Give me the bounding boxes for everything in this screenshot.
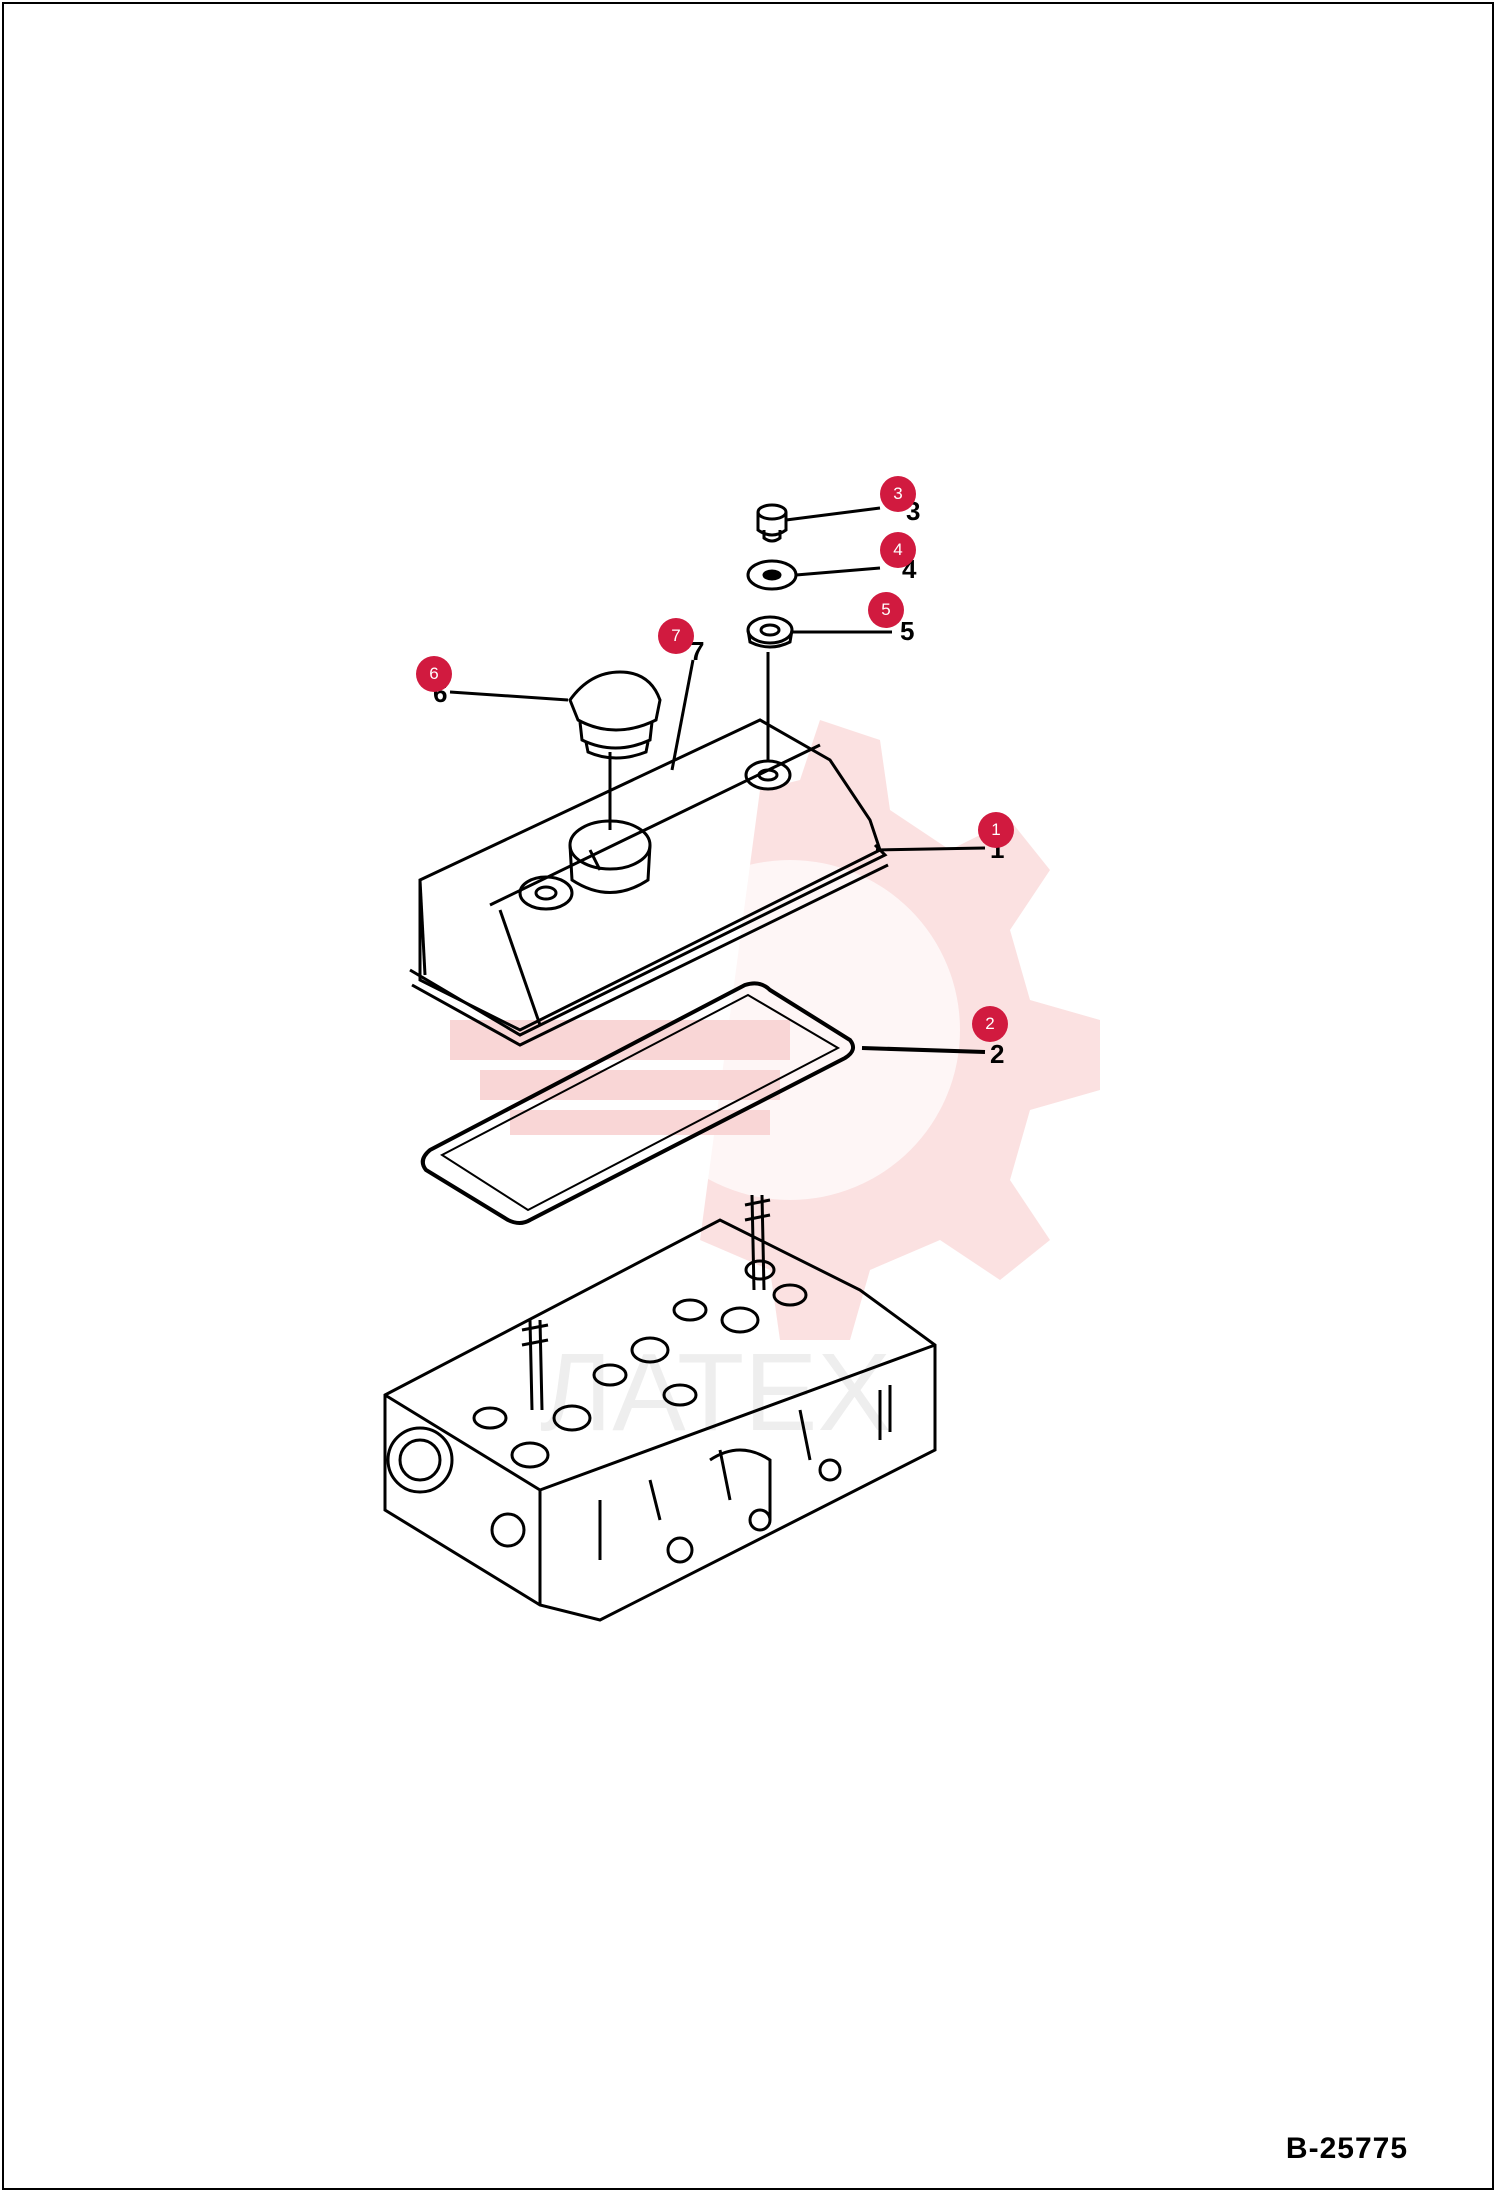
callout-5[interactable]: 5 (868, 592, 904, 628)
part-filler-cap (449, 670, 662, 830)
callout-4[interactable]: 4 (880, 532, 916, 568)
part-grommet (746, 615, 892, 760)
part-gasket (420, 981, 986, 1225)
part-valve-cover (409, 718, 986, 1047)
watermark-gear-icon (450, 720, 1100, 1340)
part-washer (746, 559, 881, 591)
callout-2[interactable]: 2 (972, 1006, 1008, 1042)
leader-number-2: 2 (990, 1039, 1004, 1069)
leader-number-5: 5 (900, 616, 914, 646)
part-label-leader (670, 659, 695, 771)
callout-6[interactable]: 6 (416, 656, 452, 692)
document-code: B-25775 (1285, 2132, 1408, 2165)
callout-1[interactable]: 1 (978, 812, 1014, 848)
watermark-text: ЛАТЕХ (540, 1331, 891, 1454)
cylinder-head-drawing (383, 1194, 937, 1622)
part-plug (756, 503, 881, 543)
leader-number-7: 7 (690, 636, 704, 666)
callout-3[interactable]: 3 (880, 476, 916, 512)
callout-7[interactable]: 7 (658, 618, 694, 654)
